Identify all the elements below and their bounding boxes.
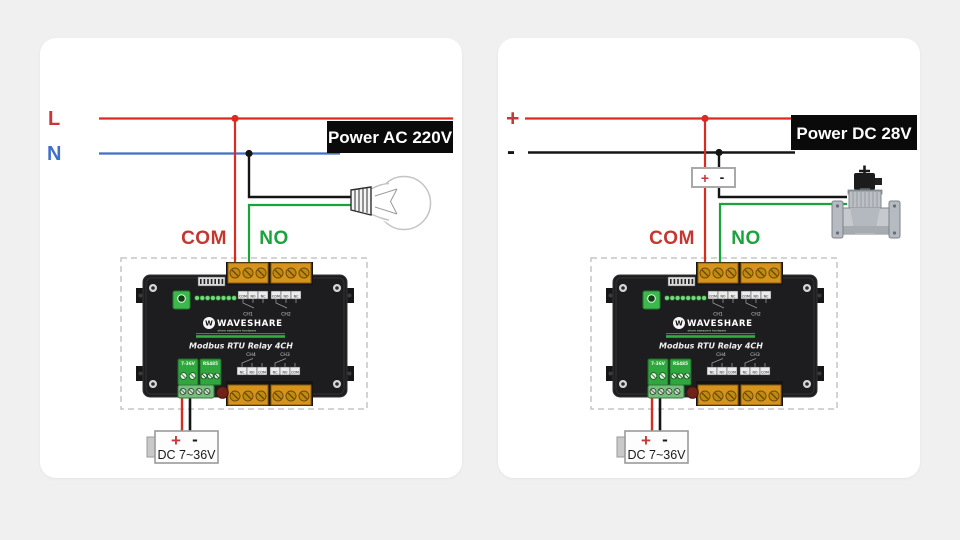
power-badge: Power AC 220V bbox=[327, 121, 453, 153]
relay-module bbox=[135, 261, 355, 407]
battery: + - DC 7~36V bbox=[146, 430, 219, 464]
battery-plus-label: + bbox=[641, 431, 651, 450]
no-wire bbox=[247, 203, 354, 281]
dashed-outline bbox=[590, 257, 838, 410]
power-badge: Power DC 28V bbox=[791, 115, 917, 150]
load-neutral-wire bbox=[247, 153, 354, 199]
junction-dot-neutral bbox=[245, 149, 253, 158]
no-label: NO bbox=[731, 228, 761, 249]
polarity-plus-label: + bbox=[701, 170, 709, 186]
solenoid-valve-icon bbox=[831, 165, 901, 239]
dashed-outline bbox=[120, 257, 368, 410]
no-label: NO bbox=[259, 228, 289, 249]
dc-wiring-diagram: + - + - Power DC 28V bbox=[506, 105, 917, 464]
polarity-box: + - bbox=[691, 167, 736, 188]
relay-module bbox=[605, 261, 825, 407]
line-label-neutral: N bbox=[47, 143, 61, 165]
light-bulb-icon bbox=[350, 175, 432, 231]
panel-dc-wiring-card: + - + - Power DC 28V bbox=[498, 38, 920, 478]
load-negative-wire bbox=[717, 152, 847, 199]
line-label-positive: + bbox=[506, 105, 519, 131]
com-label: COM bbox=[181, 228, 227, 249]
ac-wiring-diagram: L N Power AC 220V COM NO bbox=[47, 108, 453, 464]
polarity-minus-label: - bbox=[720, 169, 725, 185]
battery-label: DC 7~36V bbox=[157, 448, 216, 462]
junction-dot-negative bbox=[715, 148, 723, 157]
power-badge-label: Power AC 220V bbox=[328, 128, 453, 147]
battery-minus-label: - bbox=[192, 430, 198, 449]
line-label-negative: - bbox=[507, 138, 515, 165]
battery: + - DC 7~36V bbox=[616, 430, 689, 464]
panel-ac-wiring-card: L N Power AC 220V COM NO bbox=[40, 38, 462, 478]
no-wire bbox=[718, 202, 847, 281]
battery-minus-label: - bbox=[662, 430, 668, 449]
com-label: COM bbox=[649, 228, 695, 249]
battery-plus-label: + bbox=[171, 431, 181, 450]
battery-label: DC 7~36V bbox=[627, 448, 686, 462]
junction-dot-live bbox=[231, 114, 239, 123]
power-badge-label: Power DC 28V bbox=[796, 124, 912, 143]
junction-dot-positive bbox=[701, 114, 709, 123]
line-label-live: L bbox=[48, 108, 60, 130]
